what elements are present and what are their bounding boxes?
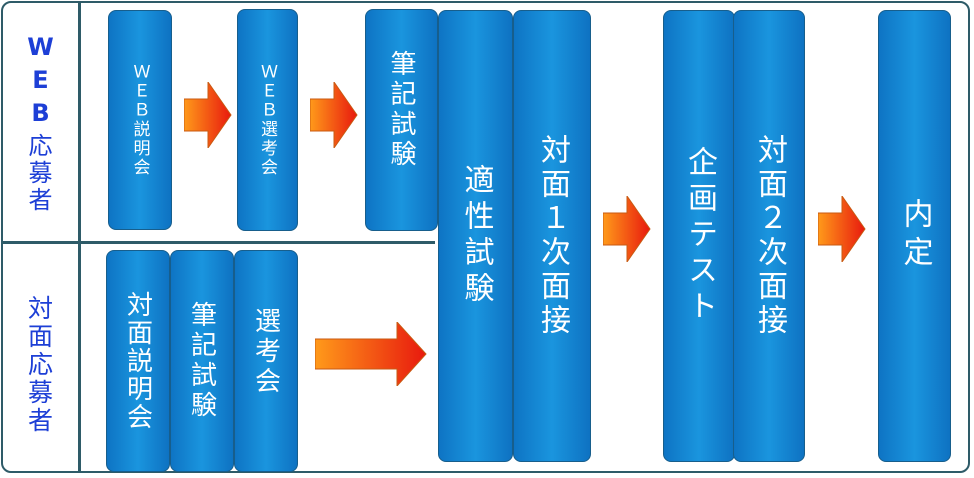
step-face-selection: 選考会 (234, 250, 298, 472)
web-label-char: 募 (28, 158, 53, 187)
step-face-written-exam-label: 筆記試験 (186, 301, 217, 421)
step-second-interview: 対面２次面接 (733, 10, 805, 462)
step-aptitude-test: 適性試験 (438, 10, 513, 462)
step-job-offer-label: 内定 (897, 198, 933, 274)
track-divider-horizontal (3, 241, 435, 244)
step-planning-test: 企画テスト (663, 10, 735, 462)
face-label-char: 対 (27, 294, 53, 323)
step-web-selection-label: ＷＥＢ選考会 (257, 63, 277, 177)
web-label-char: W (27, 33, 54, 62)
step-face-selection-label: 選考会 (250, 307, 281, 397)
label-divider-vertical (78, 3, 81, 473)
face-label-char: 者 (27, 406, 53, 435)
step-planning-test-label: 企画テスト (682, 146, 717, 326)
step-second-interview-label: 対面２次面接 (752, 134, 787, 338)
step-face-seminar-label: 対面説明会 (122, 291, 153, 431)
step-job-offer: 内定 (878, 10, 951, 462)
face-label-char: 募 (27, 378, 53, 407)
step-web-seminar-label: ＷＥＢ説明会 (129, 63, 150, 177)
face-label-char: 面 (27, 322, 53, 351)
web-label-char: 者 (28, 185, 53, 214)
web-label-char: B (31, 99, 50, 128)
arrow-right-icon (184, 82, 232, 148)
web-applicants-label: W E B 応 募 者 (3, 26, 78, 222)
step-web-selection: ＷＥＢ選考会 (237, 9, 298, 231)
step-face-seminar: 対面説明会 (106, 250, 170, 472)
arrow-right-icon (310, 82, 358, 148)
step-web-seminar: ＷＥＢ説明会 (108, 10, 172, 230)
arrow-right-icon (315, 322, 427, 386)
face-to-face-applicants-label: 対 面 応 募 者 (3, 270, 78, 460)
step-aptitude-test-label: 適性試験 (458, 164, 494, 308)
step-first-interview: 対面１次面接 (513, 10, 591, 462)
step-face-written-exam: 筆記試験 (170, 250, 234, 472)
arrow-right-icon (818, 196, 866, 262)
step-web-written-exam-label: 筆記試験 (386, 50, 416, 170)
arrow-right-icon (603, 196, 651, 262)
step-web-written-exam: 筆記試験 (365, 9, 438, 231)
step-first-interview-label: 対面１次面接 (535, 134, 570, 338)
face-label-char: 応 (27, 350, 53, 379)
web-label-char: E (32, 66, 49, 95)
web-label-char: 応 (28, 132, 53, 160)
